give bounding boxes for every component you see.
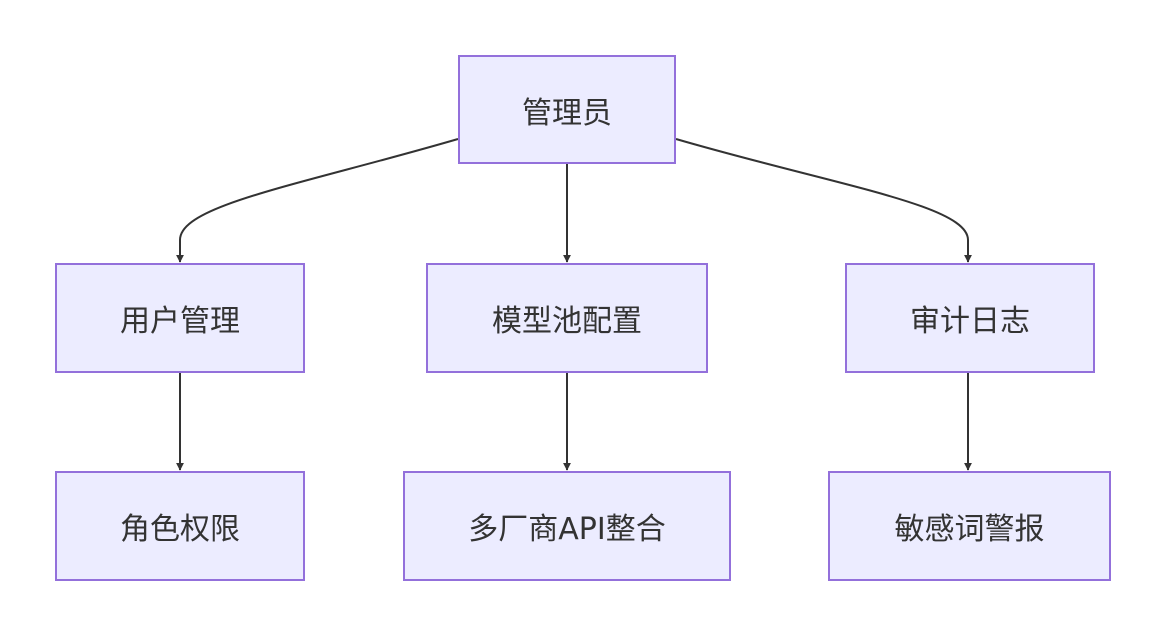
node-sensitive-word-alert: 敏感词警报 (828, 471, 1111, 581)
node-sensitive-word-alert-label: 敏感词警报 (894, 512, 1045, 547)
node-audit-log: 审计日志 (845, 263, 1095, 373)
node-user-management: 用户管理 (55, 263, 305, 373)
edge-root-to-audit-log (675, 138, 972, 263)
node-role-permissions-label: 角色权限 (120, 512, 240, 547)
node-model-pool-config: 模型池配置 (426, 263, 708, 373)
node-multi-vendor-api: 多厂商API整合 (403, 471, 731, 581)
node-admin-label: 管理员 (522, 95, 612, 131)
node-admin: 管理员 (458, 55, 676, 164)
node-role-permissions: 角色权限 (55, 471, 305, 581)
node-model-pool-config-label: 模型池配置 (492, 304, 642, 339)
node-multi-vendor-api-label: 多厂商API整合 (468, 512, 666, 547)
node-audit-log-label: 审计日志 (910, 304, 1030, 339)
edge-root-to-user-mgmt (176, 138, 459, 263)
node-user-management-label: 用户管理 (120, 304, 240, 339)
